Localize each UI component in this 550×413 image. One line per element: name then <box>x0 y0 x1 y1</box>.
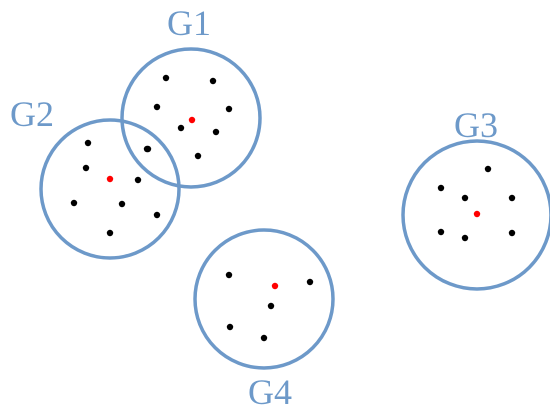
cluster-center-point <box>106 175 114 183</box>
data-point <box>484 165 492 173</box>
data-point <box>225 105 233 113</box>
data-point <box>212 128 220 136</box>
cluster-center-point <box>271 282 279 290</box>
cluster-g2: G2 <box>10 94 181 260</box>
cluster-boundary-circle <box>120 47 262 189</box>
data-point <box>437 184 445 192</box>
data-point <box>437 228 445 236</box>
cluster-label: G2 <box>10 94 54 134</box>
data-point <box>84 139 92 147</box>
data-point <box>134 176 142 184</box>
data-point <box>106 229 114 237</box>
cluster-center-point <box>188 116 196 124</box>
cluster-center-point <box>473 210 481 218</box>
data-point <box>226 323 234 331</box>
data-point <box>267 302 275 310</box>
data-point <box>82 164 90 172</box>
cluster-boundary-circle <box>193 228 335 370</box>
data-point <box>143 145 151 153</box>
data-point <box>209 77 217 85</box>
data-point <box>177 124 185 132</box>
cluster-label: G3 <box>454 105 498 145</box>
cluster-label: G4 <box>248 372 292 412</box>
data-point <box>508 194 516 202</box>
cluster-label: G1 <box>167 3 211 43</box>
data-point <box>153 103 161 111</box>
data-point <box>162 74 170 82</box>
data-point <box>70 199 78 207</box>
data-point <box>225 271 233 279</box>
cluster-boundary-circle <box>401 139 550 291</box>
data-point <box>508 229 516 237</box>
data-point <box>260 334 268 342</box>
cluster-g1: G1 <box>120 3 262 189</box>
cluster-g4: G4 <box>193 228 335 412</box>
data-point <box>153 211 161 219</box>
data-point <box>194 152 202 160</box>
data-point <box>461 194 469 202</box>
data-point <box>118 200 126 208</box>
data-point <box>461 234 469 242</box>
cluster-g3: G3 <box>401 105 550 291</box>
cluster-boundary-circle <box>39 118 181 260</box>
data-point <box>306 278 314 286</box>
